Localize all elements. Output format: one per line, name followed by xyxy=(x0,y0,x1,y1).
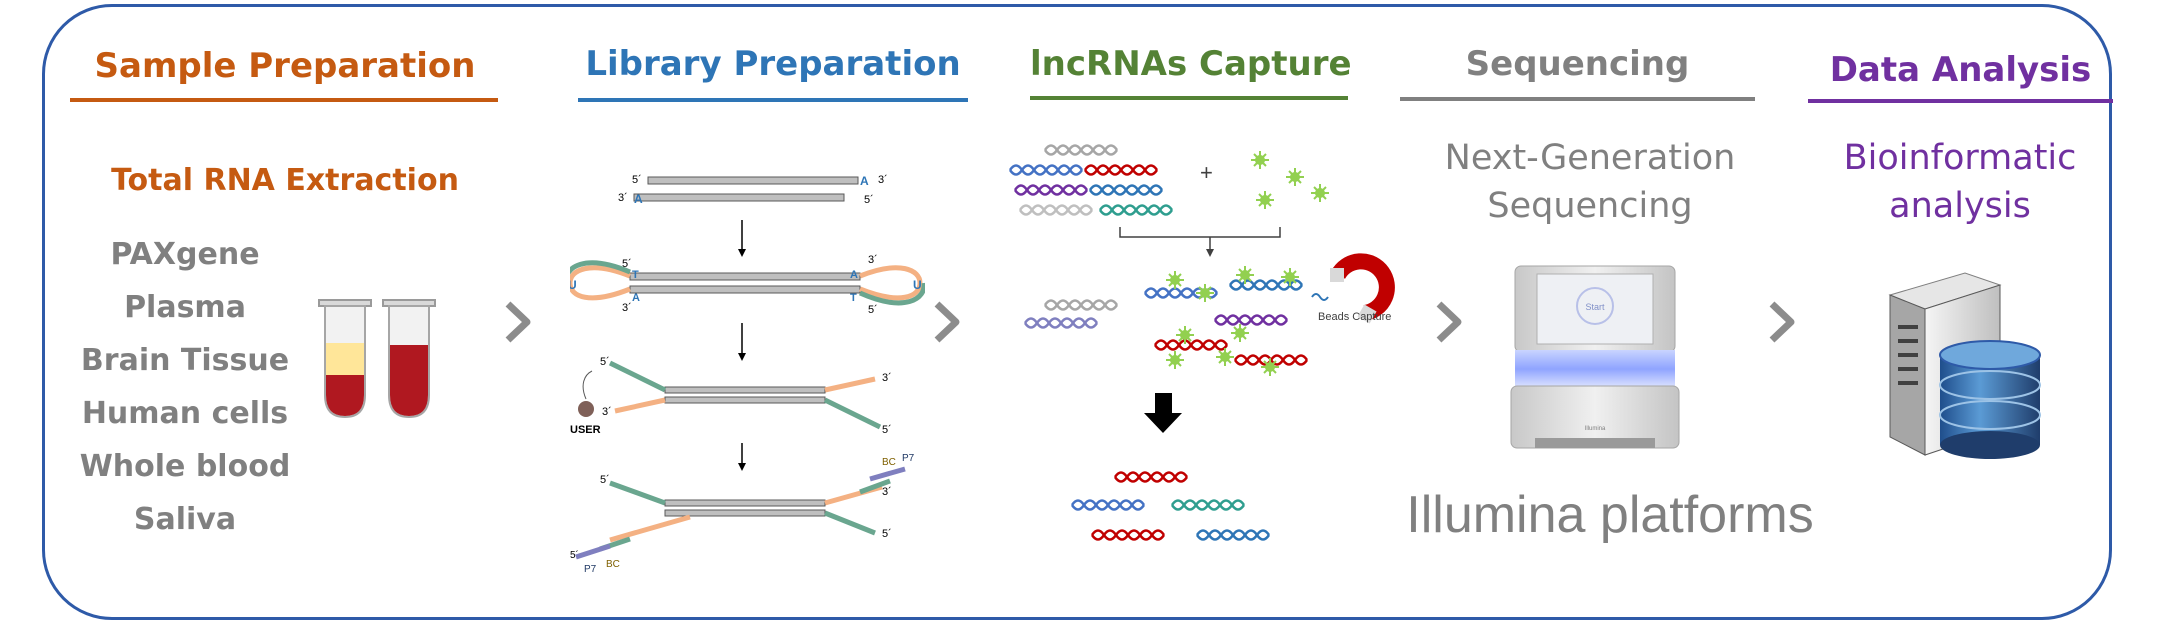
label-a: A xyxy=(632,292,640,304)
sample-source-saliva: Saliva xyxy=(133,502,237,537)
sample-source-paxgene: PAXgene xyxy=(110,237,260,272)
label-5prime: 5´ xyxy=(864,194,874,206)
rna-strand-icon xyxy=(1008,144,1174,216)
sequencing-subtitle: Next-Generation Sequencing xyxy=(1420,134,1760,230)
label-p7: P7 xyxy=(902,453,915,464)
stage-title-library: Library Preparation xyxy=(585,44,961,84)
pcr-enriched-dna: BC P7 5´ 3´ 5´ 5´ P7 BC xyxy=(570,453,915,575)
label-3prime: 3´ xyxy=(878,174,888,186)
bead-icon xyxy=(1250,150,1330,210)
stage-title-capture: lncRNAs Capture xyxy=(1030,44,1352,84)
chevron-right-icon xyxy=(934,301,960,343)
label-user: USER xyxy=(570,424,601,436)
test-tube-icon xyxy=(382,299,436,419)
label-bc: BC xyxy=(606,559,620,570)
sequencing-subtitle-line1: Next-Generation xyxy=(1444,138,1736,178)
label-5prime: 5´ xyxy=(882,424,892,436)
label-a: A xyxy=(634,192,643,206)
stage-rule-analysis xyxy=(1808,99,2113,103)
label-u: U xyxy=(570,278,577,292)
label-5prime: 5´ xyxy=(570,549,579,561)
sequencer-icon: Start Illumina xyxy=(1510,265,1680,449)
illumina-platforms-label: Illumina platforms xyxy=(1406,486,1814,544)
label-a: A xyxy=(860,174,869,188)
label-a: A xyxy=(850,269,858,281)
label-5prime: 5´ xyxy=(882,528,892,540)
adapter-ligated-dna: U U 5´ 3´ T A A T 3´ 5´ xyxy=(570,254,925,316)
label-5prime: 5´ xyxy=(632,174,642,186)
stage-title-analysis: Data Analysis xyxy=(1829,50,2092,90)
sequencer-brand-label: Illumina xyxy=(1585,426,1606,432)
sequencer-screen-label: Start xyxy=(1585,302,1605,312)
analysis-subtitle-line2: analysis xyxy=(1889,186,2031,226)
user-enzyme-icon xyxy=(578,401,594,417)
sample-source-whole-blood: Whole blood xyxy=(79,449,291,484)
label-5prime: 5´ xyxy=(600,474,610,486)
rna-strand-icon xyxy=(1023,299,1119,329)
beads-capture-label: Beads Capture xyxy=(1318,311,1391,323)
chevron-right-icon xyxy=(505,301,531,343)
database-icon xyxy=(1939,340,2041,459)
label-p7: P7 xyxy=(584,564,597,575)
label-t: T xyxy=(850,292,857,304)
down-arrow-icon xyxy=(1144,393,1182,433)
capture-diagram: + Beads Capture xyxy=(1008,144,1395,541)
label-5prime: 5´ xyxy=(868,304,878,316)
bound-strands xyxy=(1143,265,1309,377)
test-tube-icon xyxy=(318,299,372,419)
label-3prime: 3´ xyxy=(622,302,632,314)
sample-subtitle: Total RNA Extraction xyxy=(111,163,459,198)
stage-rule-library xyxy=(578,98,968,102)
label-t: T xyxy=(632,269,639,281)
chevron-right-icon xyxy=(1436,301,1462,343)
label-3prime: 3´ xyxy=(868,254,878,266)
captured-strands xyxy=(1070,471,1271,541)
stage-rule-capture xyxy=(1030,96,1348,100)
stage-rule-sample xyxy=(70,98,498,102)
stage-rule-sequencing xyxy=(1400,97,1755,101)
analysis-subtitle-line1: Bioinformatic xyxy=(1843,138,2077,178)
workflow-frame xyxy=(42,4,2112,620)
stage-title-sequencing: Sequencing xyxy=(1465,44,1690,84)
label-5prime: 5´ xyxy=(600,356,610,368)
sequencing-subtitle-line2: Sequencing xyxy=(1487,186,1693,226)
dsdna-a-tailed: 5´ 3´ A A 3´ 5´ xyxy=(618,174,888,206)
label-5prime: 5´ xyxy=(622,258,632,270)
user-excised-dna: USER 5´ 3´ 3´ 5´ xyxy=(570,356,892,436)
server-database-illustration xyxy=(1888,272,2041,459)
label-3prime: 3´ xyxy=(882,486,892,498)
chevron-right-icon xyxy=(1769,301,1795,343)
magnet-icon xyxy=(1311,253,1395,324)
test-tubes xyxy=(318,299,436,419)
sample-source-human-cells: Human cells xyxy=(81,396,289,431)
label-3prime: 3´ xyxy=(882,372,892,384)
label-bc: BC xyxy=(882,457,896,468)
label-3prime: 3´ xyxy=(602,406,612,418)
label-u: U xyxy=(913,278,922,292)
library-prep-diagram: 5´ 3´ A A 3´ 5´ U U 5´ 3´ T A A T 3´ 5´ xyxy=(570,174,925,575)
sample-source-brain-tissue: Brain Tissue xyxy=(80,343,290,378)
sample-source-plasma: Plasma xyxy=(124,290,246,325)
stage-title-sample: Sample Preparation xyxy=(94,46,476,86)
label-3prime: 3´ xyxy=(618,192,628,204)
plus-sign: + xyxy=(1200,160,1213,185)
analysis-subtitle: Bioinformatic analysis xyxy=(1810,134,2110,230)
